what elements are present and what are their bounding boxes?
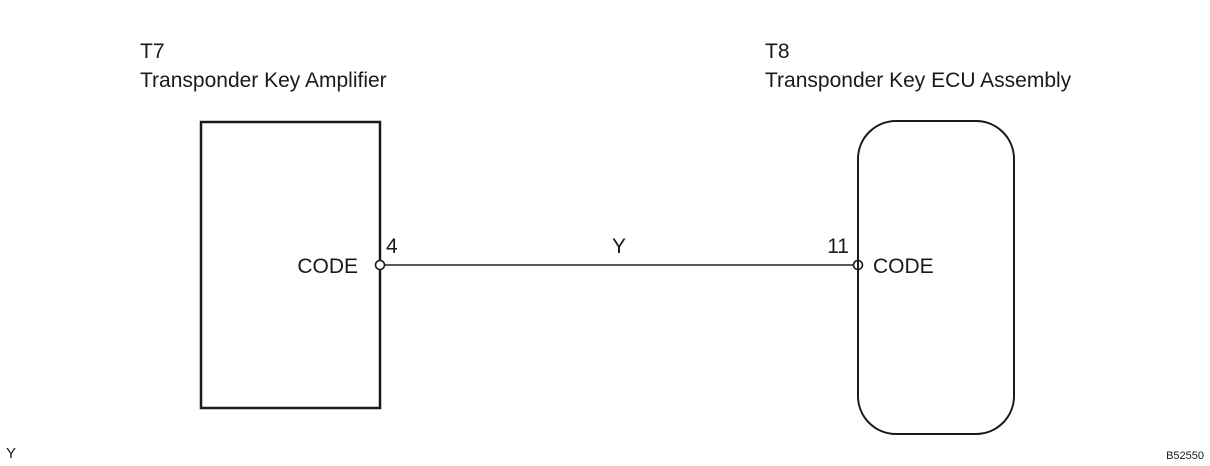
- component-t7-pin-signal: CODE: [297, 255, 358, 278]
- component-t8-name: Transponder Key ECU Assembly: [765, 69, 1072, 92]
- footer-left-note: Y: [6, 445, 16, 462]
- component-t7-name: Transponder Key Amplifier: [140, 69, 387, 92]
- figure-id: B52550: [1166, 450, 1204, 462]
- component-t7-ref: T7: [140, 40, 165, 63]
- connector-pin-t7: [374, 259, 386, 271]
- component-t8-ref: T8: [765, 40, 790, 63]
- component-t8-pin-number: 11: [827, 235, 849, 258]
- component-t7-pin-number: 4: [386, 235, 398, 258]
- wire-color-code: Y: [612, 235, 626, 258]
- component-t7: T7 Transponder Key Amplifier CODE 4: [140, 40, 398, 410]
- wire: Y: [374, 235, 864, 271]
- component-t8: T8 Transponder Key ECU Assembly CODE 11: [765, 40, 1072, 435]
- component-t8-pin-signal: CODE: [873, 255, 934, 278]
- component-t8-box: [857, 120, 1015, 435]
